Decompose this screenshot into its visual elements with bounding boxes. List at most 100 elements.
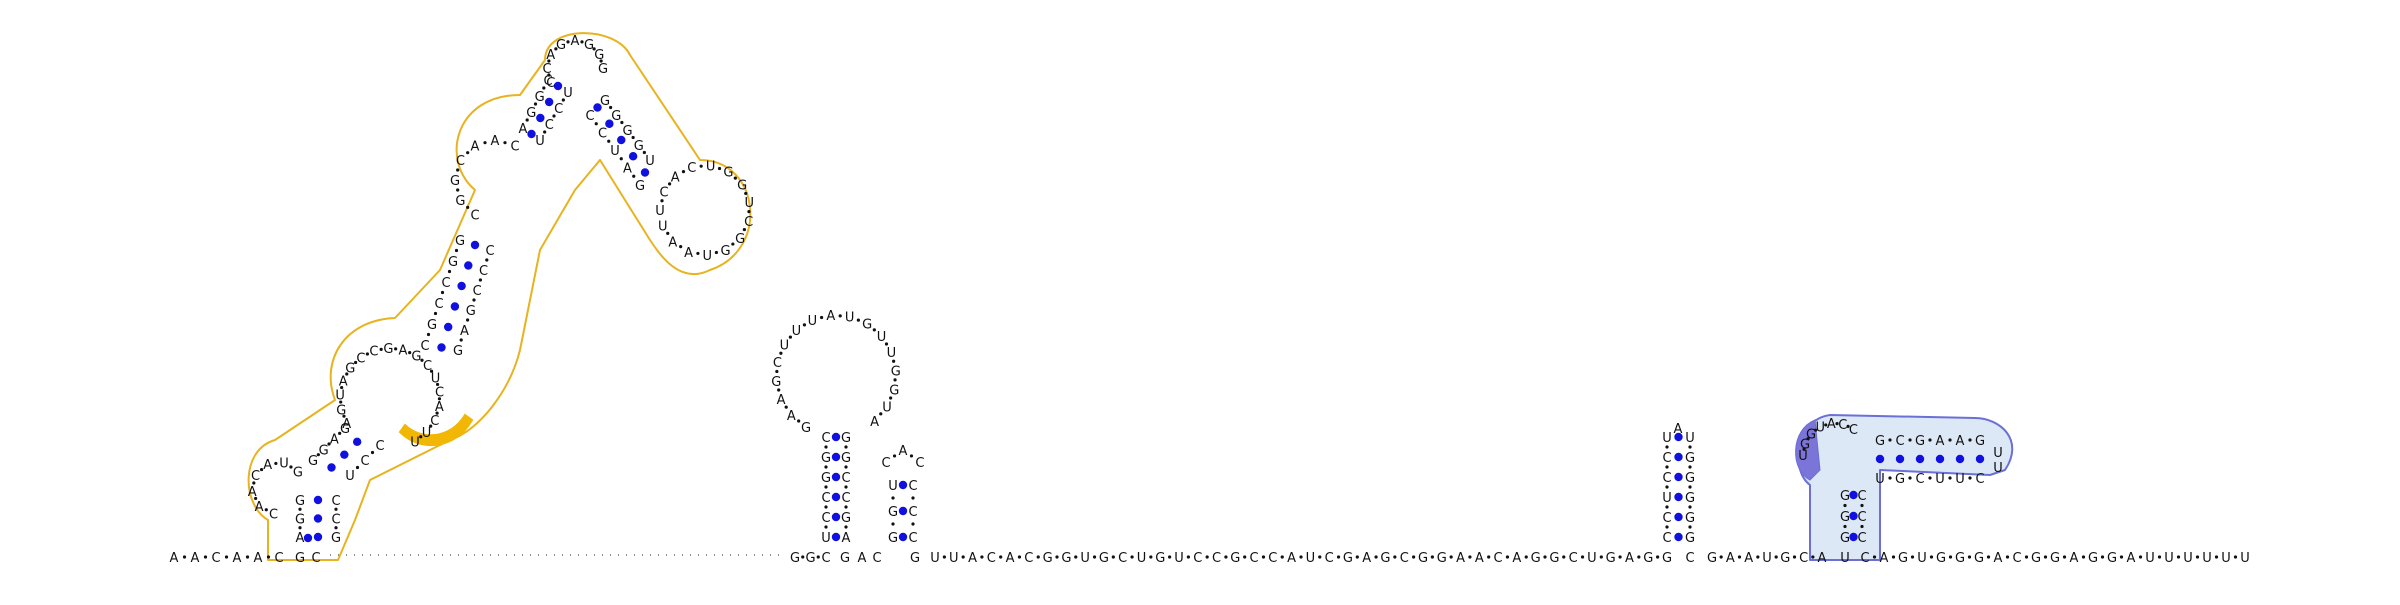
nucleotide: G xyxy=(1955,551,1965,566)
nucleotide: C xyxy=(1193,551,1202,566)
backbone-link xyxy=(245,555,250,559)
base-pair xyxy=(1849,511,1858,521)
backbone-link xyxy=(1412,555,1416,559)
backbone-link xyxy=(816,555,820,559)
nucleotide: C xyxy=(1494,551,1503,566)
nucleotide: G xyxy=(1043,551,1053,566)
nucleotide: C xyxy=(251,469,260,484)
nucleotide: G xyxy=(720,244,730,259)
nucleotide: U xyxy=(1993,461,2003,476)
backbone-link xyxy=(566,40,570,44)
nucleotide: A xyxy=(899,444,908,459)
nucleotide: U xyxy=(1662,431,1672,446)
nucleotide: G xyxy=(841,431,851,446)
nucleotide: C xyxy=(1838,418,1847,433)
backbone-link xyxy=(884,342,889,346)
backbone-link xyxy=(466,151,470,155)
nucleotide: A xyxy=(858,551,867,566)
backbone-link xyxy=(1792,555,1797,559)
nucleotide: G xyxy=(1685,511,1695,526)
backbone-link xyxy=(1393,555,1397,559)
nucleotide: G xyxy=(1840,531,1850,546)
nucleotide: U xyxy=(1917,551,1927,566)
nucleotide: C xyxy=(915,456,924,471)
backbone-link xyxy=(379,347,383,351)
backbone-link xyxy=(437,397,442,401)
base-pair xyxy=(527,129,536,139)
backbone-link xyxy=(1967,555,1972,559)
backbone-link xyxy=(433,311,438,316)
nucleotide: G xyxy=(448,255,458,270)
backbone-link xyxy=(342,414,346,418)
nucleotide: C xyxy=(211,551,220,566)
nucleotide: A xyxy=(777,393,786,408)
nucleotide: G xyxy=(805,551,815,566)
nucleotide: G xyxy=(345,362,355,377)
nucleotide: C xyxy=(841,491,850,506)
nucleotide: U xyxy=(1993,446,2003,461)
backbone-link xyxy=(1336,555,1341,559)
base-pair xyxy=(437,343,446,352)
base-pair xyxy=(536,113,545,123)
nucleotide: G xyxy=(1800,438,1810,453)
nucleotide: C xyxy=(1915,472,1924,487)
backbone-link xyxy=(426,332,431,337)
nucleotide: U xyxy=(1137,551,1147,566)
backbone-link xyxy=(456,168,460,172)
backbone-link xyxy=(298,507,302,511)
backbone-link xyxy=(1092,555,1097,559)
nucleotide: A xyxy=(787,409,796,424)
nucleotide: G xyxy=(821,451,831,466)
backbone-link xyxy=(961,555,965,559)
backbone-link xyxy=(844,485,848,489)
nucleotide: G xyxy=(455,194,465,209)
backbone-link xyxy=(554,47,558,51)
backbone-link xyxy=(1888,438,1892,442)
base-pair xyxy=(617,135,626,145)
base-pair xyxy=(605,119,614,128)
backbone-link xyxy=(2233,555,2238,559)
nucleotide: U xyxy=(422,426,432,441)
nucleotide: G xyxy=(383,342,393,357)
nucleotide: G xyxy=(466,304,476,319)
nucleotide: A xyxy=(826,309,835,324)
backbone-link xyxy=(472,298,476,302)
backbone-link xyxy=(1430,555,1434,559)
nucleotide: G xyxy=(1875,434,1885,449)
nucleotide: U xyxy=(655,204,665,219)
backbone-link xyxy=(1205,555,1209,559)
base-pair xyxy=(1674,492,1683,502)
nucleotide: G xyxy=(801,421,811,436)
nucleotide: C xyxy=(434,297,443,312)
nucleotide: G xyxy=(1975,434,1985,449)
nucleotide: C xyxy=(369,345,378,360)
nucleotide: G xyxy=(1840,489,1850,504)
backbone-link xyxy=(2119,555,2124,559)
backbone-link xyxy=(1824,423,1828,427)
nucleotide: U xyxy=(610,144,620,159)
nucleotide: U xyxy=(279,457,289,472)
nucleotide: G xyxy=(1099,551,1109,566)
backbone-link xyxy=(1737,555,1742,559)
nucleotide: G xyxy=(1974,551,1984,566)
base-pair xyxy=(831,512,841,522)
nucleotide: G xyxy=(319,443,329,458)
backbone-link xyxy=(717,166,722,171)
backbone-link xyxy=(777,388,781,392)
nucleotide: G xyxy=(723,166,733,181)
backbone-link xyxy=(1168,555,1172,559)
backbone-link xyxy=(542,86,546,90)
nucleotide: U xyxy=(1815,421,1825,436)
base-pair xyxy=(313,495,323,505)
nucleotide: G xyxy=(737,179,747,194)
backbone-link xyxy=(668,182,672,186)
nucleotide: C xyxy=(423,359,432,374)
backbone-link xyxy=(909,454,914,458)
backbone-link xyxy=(892,359,896,363)
nucleotide: G xyxy=(1707,551,1717,566)
base-pair xyxy=(553,81,563,91)
backbone-link xyxy=(447,269,452,274)
nucleotide: U xyxy=(706,159,716,174)
backbone-link xyxy=(824,505,828,509)
backbone-link xyxy=(456,188,460,192)
